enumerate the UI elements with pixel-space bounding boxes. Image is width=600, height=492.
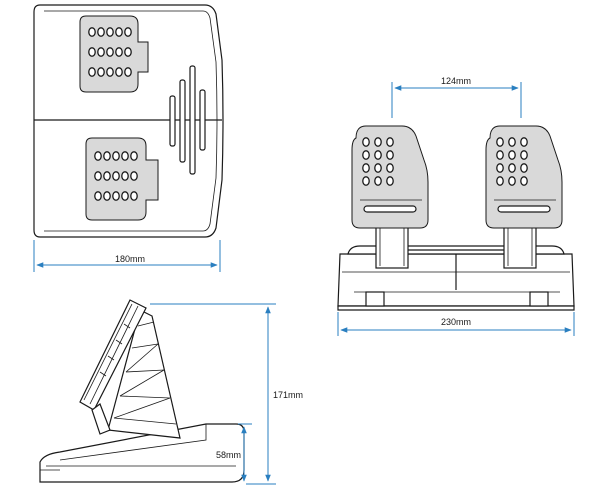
grip-hole	[386, 176, 394, 186]
grip-hole	[508, 137, 516, 147]
total-height-label: 171mm	[273, 390, 303, 400]
dimension-180mm: 180mm	[33, 240, 221, 272]
grip-hole	[115, 27, 123, 37]
grip-hole	[520, 150, 528, 160]
grip-hole	[508, 176, 516, 186]
base-width-label: 230mm	[441, 317, 471, 327]
front-view-pedal-left	[351, 125, 429, 229]
dimension-58mm: 58mm	[216, 423, 252, 482]
grip-hole	[130, 151, 138, 161]
grip-hole	[362, 150, 370, 160]
grip-hole	[103, 171, 111, 181]
grip-hole	[496, 137, 504, 147]
grip-hole	[106, 47, 114, 57]
grip-hole	[97, 67, 105, 77]
grip-hole	[374, 150, 382, 160]
grip-hole	[508, 163, 516, 173]
grip-hole	[386, 137, 394, 147]
grip-hole	[88, 67, 96, 77]
grip-hole	[106, 67, 114, 77]
dimension-171mm: 171mm	[150, 303, 305, 485]
grip-hole	[508, 150, 516, 160]
grip-hole	[121, 191, 129, 201]
side-view-arm-spokes	[113, 321, 177, 425]
grip-hole	[112, 151, 120, 161]
grip-hole	[112, 191, 120, 201]
grip-hole	[374, 176, 382, 186]
grip-hole	[112, 171, 120, 181]
top-view	[33, 4, 224, 238]
top-view-rear-bars	[169, 65, 206, 175]
side-view	[39, 299, 245, 483]
pedal-spacing-label: 124mm	[441, 76, 471, 86]
grip-hole	[97, 27, 105, 37]
front-view-pedal-right	[485, 125, 563, 229]
grip-hole	[520, 176, 528, 186]
grip-hole	[496, 150, 504, 160]
grip-hole	[124, 27, 132, 37]
top-view-pedal-lower	[85, 137, 159, 221]
grip-hole	[374, 163, 382, 173]
grip-hole	[386, 163, 394, 173]
grip-hole	[94, 191, 102, 201]
grip-hole	[97, 47, 105, 57]
grip-hole	[130, 171, 138, 181]
grip-hole	[124, 67, 132, 77]
grip-hole	[362, 137, 370, 147]
grip-hole	[88, 47, 96, 57]
grip-hole	[520, 163, 528, 173]
dimension-124mm: 124mm	[391, 76, 522, 118]
grip-hole	[496, 163, 504, 173]
grip-hole	[103, 191, 111, 201]
grip-hole	[130, 191, 138, 201]
grip-hole	[121, 151, 129, 161]
grip-hole	[386, 150, 394, 160]
grip-hole	[115, 67, 123, 77]
grip-hole	[520, 137, 528, 147]
grip-hole	[374, 137, 382, 147]
grip-hole	[362, 176, 370, 186]
grip-hole	[362, 163, 370, 173]
front-view	[337, 125, 575, 311]
dimension-230mm: 230mm	[337, 312, 575, 336]
grip-hole	[496, 176, 504, 186]
side-view-plate-teeth	[99, 323, 131, 377]
top-view-width-label: 180mm	[115, 254, 145, 264]
grip-hole	[103, 151, 111, 161]
base-height-label: 58mm	[216, 450, 241, 460]
grip-hole	[124, 47, 132, 57]
grip-hole	[106, 27, 114, 37]
grip-hole	[121, 171, 129, 181]
grip-hole	[115, 47, 123, 57]
grip-hole	[88, 27, 96, 37]
top-view-pedal-upper	[79, 15, 149, 93]
grip-hole	[94, 171, 102, 181]
grip-hole	[94, 151, 102, 161]
